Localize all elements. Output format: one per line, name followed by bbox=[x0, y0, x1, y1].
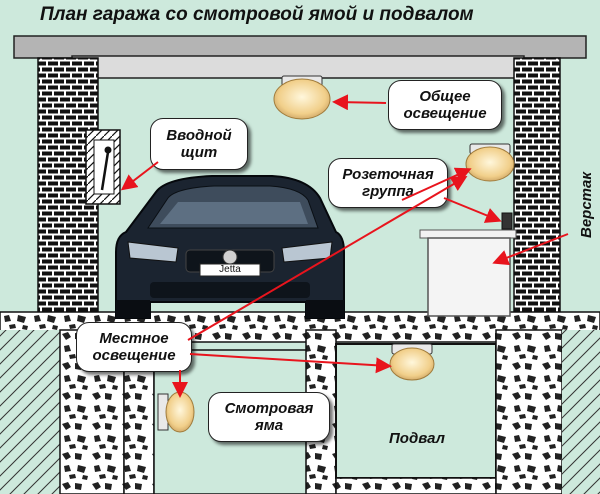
pit-lamp-icon bbox=[157, 391, 195, 433]
input-panel-label: Вводной щит bbox=[150, 118, 248, 170]
socket-group-line-1: Розеточная bbox=[342, 166, 434, 183]
soil-right bbox=[562, 330, 600, 494]
ceiling-lamp-icon bbox=[273, 75, 331, 120]
local-lighting-label: Местное освещение bbox=[76, 322, 192, 372]
right-wall bbox=[513, 57, 561, 319]
workbench-icon bbox=[419, 229, 517, 317]
general-lighting-line-1: Общее bbox=[419, 88, 471, 105]
car-badge: Jetta bbox=[219, 264, 241, 275]
socket-icon bbox=[501, 212, 513, 230]
soil-left bbox=[0, 330, 60, 494]
inspection-pit-line-2: яма bbox=[254, 417, 284, 434]
basement-floor bbox=[335, 477, 497, 494]
input-panel-line-2: щит bbox=[180, 144, 218, 161]
general-lighting-line-2: освещение bbox=[403, 105, 487, 122]
roof-slab bbox=[13, 35, 587, 59]
pit-left-wall bbox=[123, 359, 155, 494]
input-panel-line-1: Вводной bbox=[166, 127, 232, 144]
socket-group-label: Розеточная группа bbox=[328, 158, 448, 208]
socket-group-line-2: группа bbox=[362, 183, 414, 200]
inspection-pit-label: Смотровая яма bbox=[208, 392, 330, 442]
general-lighting-label: Общее освещение bbox=[388, 80, 502, 130]
inspection-pit-line-1: Смотровая bbox=[224, 400, 314, 417]
roof-beam bbox=[71, 55, 525, 79]
foundation-right bbox=[495, 329, 563, 494]
local-lighting-line-2: освещение bbox=[92, 347, 176, 364]
car-icon bbox=[115, 175, 345, 319]
basement-lamp-icon bbox=[389, 343, 435, 381]
workbench-label: Верстак bbox=[578, 172, 595, 238]
socket-lamp-icon bbox=[465, 143, 515, 182]
page-title: План гаража со смотровой ямой и подвалом bbox=[40, 4, 474, 25]
local-lighting-line-1: Местное bbox=[99, 330, 169, 347]
basement-label: Подвал bbox=[389, 430, 445, 447]
